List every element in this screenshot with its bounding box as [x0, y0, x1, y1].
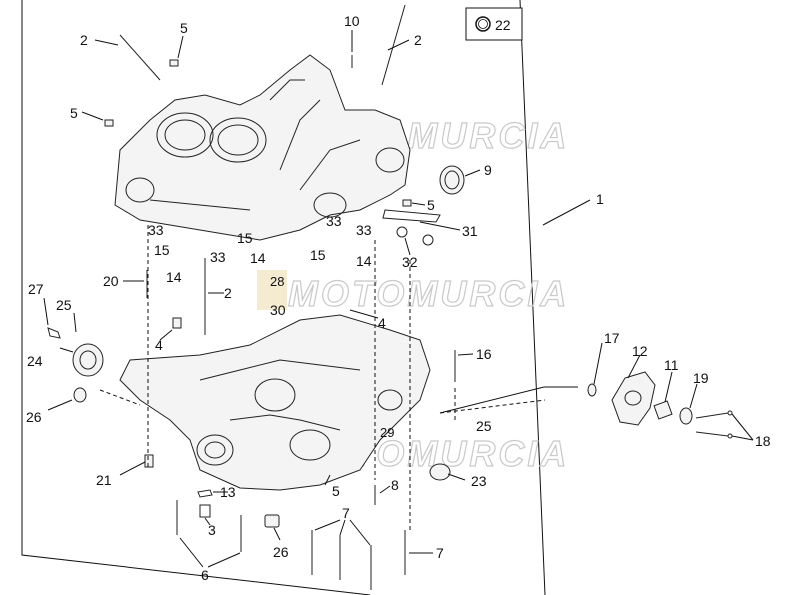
label-23: 23: [471, 473, 487, 489]
label-17: 17: [604, 330, 620, 346]
label-33: 33: [210, 249, 226, 265]
label-15: 15: [154, 242, 170, 258]
label-4: 4: [378, 315, 386, 331]
label-15: 15: [310, 247, 326, 263]
label-12: 12: [632, 343, 648, 359]
seal-9: [439, 165, 465, 195]
label-15: 15: [237, 230, 253, 246]
label-31: 31: [462, 223, 478, 239]
upper-crankcase: [114, 54, 411, 241]
legend-box: 22: [465, 7, 523, 41]
label-21: 21: [96, 472, 112, 488]
label-14: 14: [356, 253, 372, 269]
label-33: 33: [356, 222, 372, 238]
water-pump-assembly: [587, 371, 733, 439]
seal-24: [72, 343, 104, 377]
label-11: 11: [664, 357, 679, 373]
label-32: 32: [402, 254, 418, 270]
label-14: 14: [166, 269, 182, 285]
label-6: 6: [201, 567, 209, 583]
label-30: 30: [270, 302, 286, 318]
label-13: 13: [220, 484, 236, 500]
label-9: 9: [484, 162, 492, 178]
label-19: 19: [693, 370, 709, 386]
label-2: 2: [80, 32, 88, 48]
label-25: 25: [476, 418, 492, 434]
label-29: 29: [380, 425, 394, 440]
label-7: 7: [436, 545, 444, 561]
label-25: 25: [56, 297, 72, 313]
diagram-frame: [21, 0, 546, 595]
label-20: 20: [103, 273, 119, 289]
part-labels: 1 2 2 2 3 4 4 5 5 5 5 6 7 7 8 9 10 11 12…: [26, 13, 771, 583]
seal-23: [429, 463, 451, 481]
assembly-dashed-lines: [99, 225, 546, 530]
seals-and-bearings: [72, 165, 465, 528]
label-24: 24: [27, 353, 43, 369]
label-4: 4: [155, 337, 163, 353]
label-8: 8: [391, 477, 399, 493]
label-1: 1: [596, 191, 604, 207]
label-5: 5: [70, 105, 78, 121]
label-2: 2: [224, 285, 232, 301]
label-2: 2: [414, 32, 422, 48]
label-16: 16: [476, 346, 492, 362]
plug-26b: [264, 514, 280, 528]
label-18: 18: [755, 433, 771, 449]
label-28: 28: [270, 274, 284, 289]
label-33: 33: [148, 222, 164, 238]
label-5: 5: [332, 483, 340, 499]
o-ring-icon: [475, 16, 491, 32]
lower-crankcase: [119, 314, 431, 491]
plug-26: [73, 387, 87, 403]
label-10: 10: [344, 13, 360, 29]
label-27: 27: [28, 281, 44, 297]
studs-and-bolts: [47, 4, 456, 590]
label-33: 33: [326, 213, 342, 229]
leader-lines: [43, 30, 754, 568]
legend-label-22: 22: [495, 17, 511, 33]
label-5: 5: [427, 197, 435, 213]
label-5: 5: [180, 20, 188, 36]
watermark-text: MOTOMURCIA: [288, 273, 569, 314]
label-3: 3: [208, 522, 216, 538]
label-7: 7: [342, 505, 350, 521]
label-26: 26: [26, 409, 42, 425]
label-26: 26: [273, 544, 289, 560]
label-14: 14: [250, 250, 266, 266]
